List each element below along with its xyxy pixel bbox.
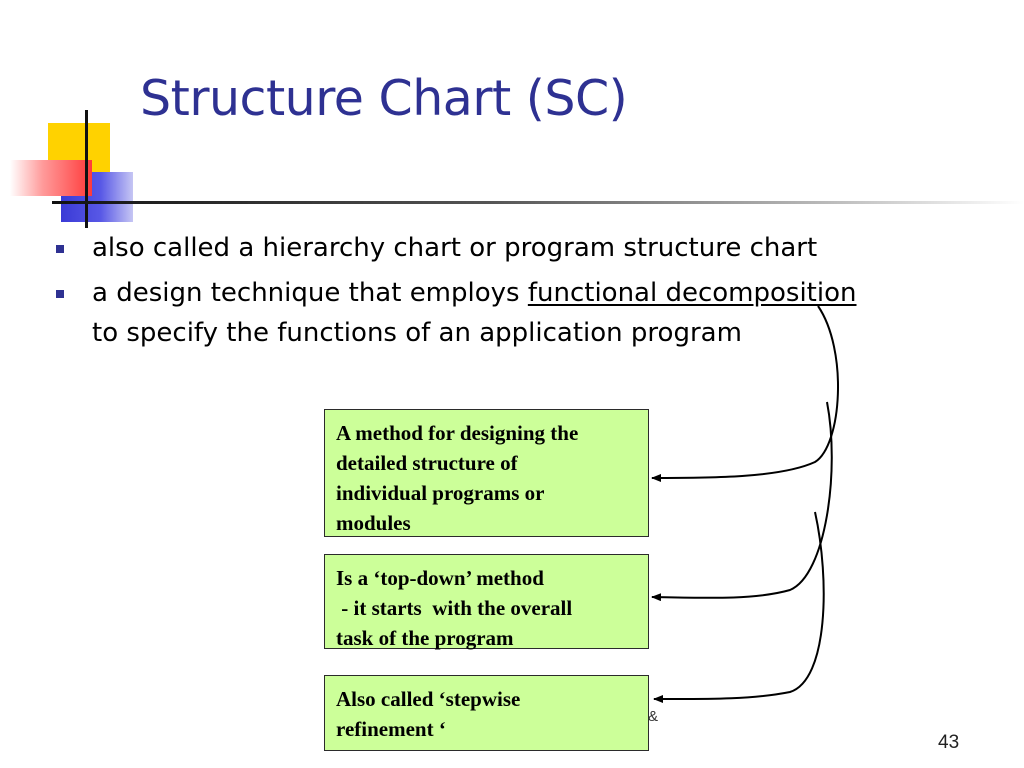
bullet-item-1: also called a hierarchy chart or program… <box>50 228 990 268</box>
box-line: A method for designing the <box>336 421 579 445</box>
box-line: modules <box>336 511 411 535</box>
footer-fragment: & <box>648 708 659 725</box>
bullet-text-1: also called a hierarchy chart or program… <box>92 233 818 263</box>
square-bullet-icon <box>56 290 64 298</box>
slide-title: Structure Chart (SC) <box>140 70 628 127</box>
box-line: - it starts with the overall <box>336 596 573 620</box>
callout-box-method: A method for designing the detailed stru… <box>324 409 649 537</box>
bullet-text-2-pre: a design technique that employs <box>92 278 528 308</box>
callout-box-top-down: Is a ‘top-down’ method - it starts with … <box>324 554 649 650</box>
box-line: individual programs or <box>336 481 545 505</box>
box-line: task of the program <box>336 626 514 650</box>
title-underline-rule <box>52 201 1024 204</box>
box-line: refinement ‘ <box>336 717 446 741</box>
box-line: Is a ‘top-down’ method <box>336 566 544 590</box>
decor-red-square <box>10 160 92 196</box>
bullet-item-2: a design technique that employs function… <box>50 273 990 353</box>
bullet-text-2-post: to specify the functions of an applicati… <box>92 318 742 348</box>
arrow-to-box-2 <box>651 401 833 602</box>
functional-decomposition-term: functional decomposition <box>527 278 857 308</box>
decor-vertical-line <box>85 110 88 228</box>
bullet-list: also called a hierarchy chart or program… <box>50 228 990 358</box>
arrow-to-box-3 <box>653 511 825 704</box>
callout-box-stepwise: Also called ‘stepwise refinement ‘ <box>324 675 649 751</box>
box-line: detailed structure of <box>336 451 518 475</box>
page-number: 43 <box>938 732 960 753</box>
arrow-to-box-1 <box>651 305 839 482</box>
box-line: Also called ‘stepwise <box>336 687 521 711</box>
square-bullet-icon <box>56 245 64 253</box>
